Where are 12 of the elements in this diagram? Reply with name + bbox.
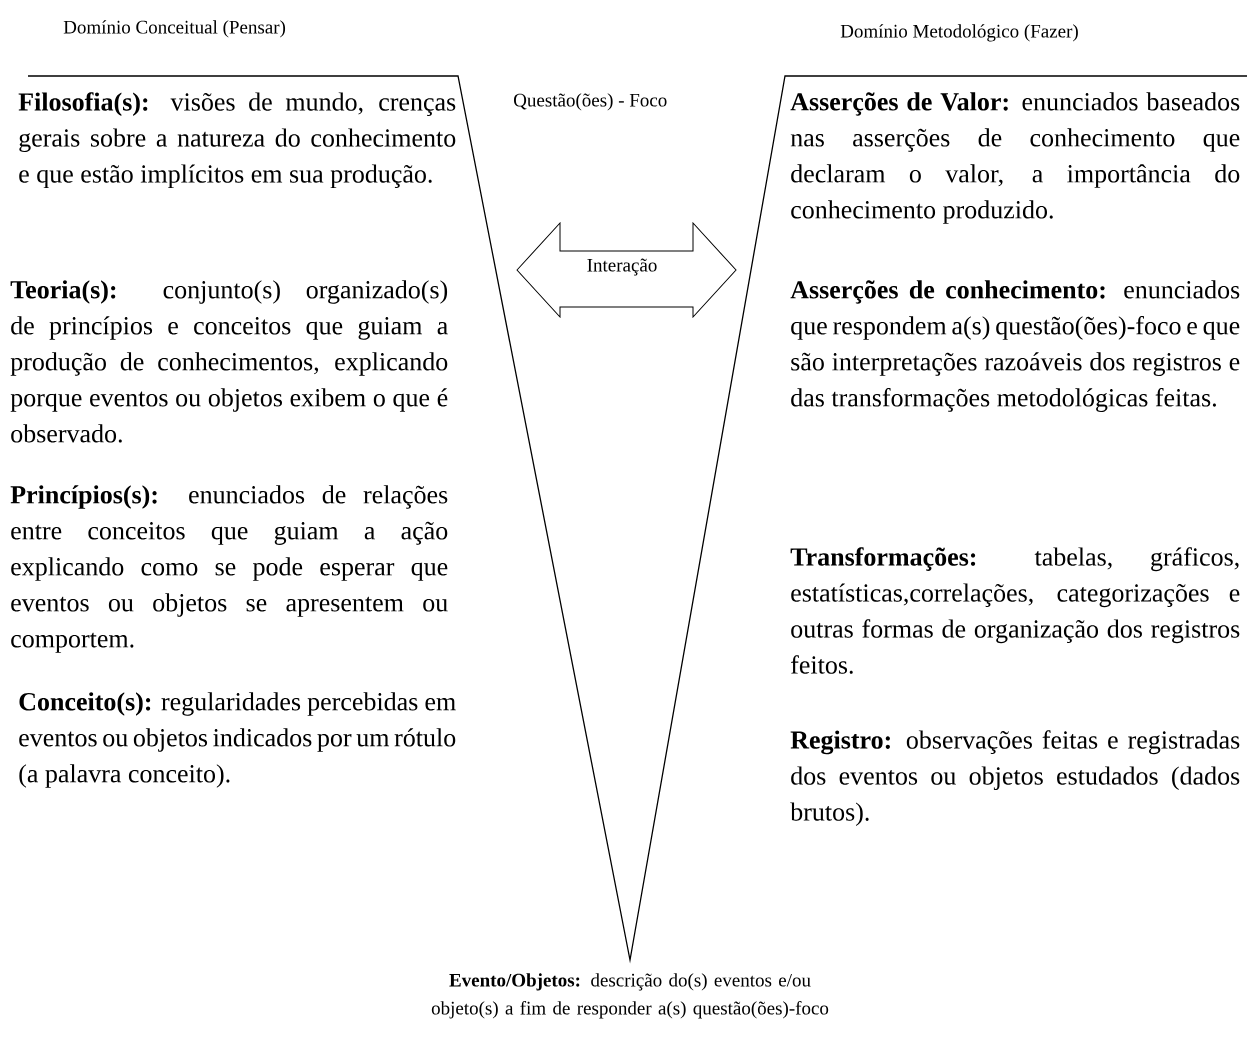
caption: Evento/Objetos: descrição do(s) eventos e/ou objeto(s) a fim de responder a(s) questão(ões)-foco xyxy=(431,973,829,1019)
heading: Domínio Conceitual (Pensar) xyxy=(63,20,286,38)
paragraph: Asserções de conhecimento: enunciados que respondem a(s) questão(ões)-foco e que são interpretações razoáveis dos registros e das transformações metodológicas feitas. xyxy=(790,280,1240,412)
paragraph: Transformações: tabelas, gráficos, estatísticas,correlações, categorizações e outras formas de organização dos registros feitos. xyxy=(790,547,1240,674)
paragraph: Teoria(s): conjunto(s) organizado(s) de princípios e conceitos que guiam a produção de conhecimentos, explicando porque eventos ou objetos exibem o que é observado. xyxy=(10,280,448,443)
paragraph: Conceito(s): regularidades percebidas em eventos ou objetos indicados por um rótulo (a palavra conceito). xyxy=(19,692,456,788)
paragraph: Filosofia(s): visões de mundo, crenças gerais sobre a natureza do conhecimento e que estão implícitos em sua produção. xyxy=(18,92,456,189)
paragraph: Registro: observações feitas e registradas dos eventos ou objetos estudados (dados brutos). xyxy=(790,730,1240,827)
heading: Domínio Metodológico (Fazer) xyxy=(840,24,1078,42)
paragraph: Princípios(s): enunciados de relações entre conceitos que guiam a ação explicando como se pode esperar que eventos ou objetos se apresentem ou comportem. xyxy=(10,485,448,653)
paragraph: Asserções de Valor: enunciados baseados nas asserções de conhecimento que declaram o valor, a importância do conhecimento produzido. xyxy=(790,92,1240,224)
focus-question: Questão(ões) - Foco xyxy=(514,93,667,111)
